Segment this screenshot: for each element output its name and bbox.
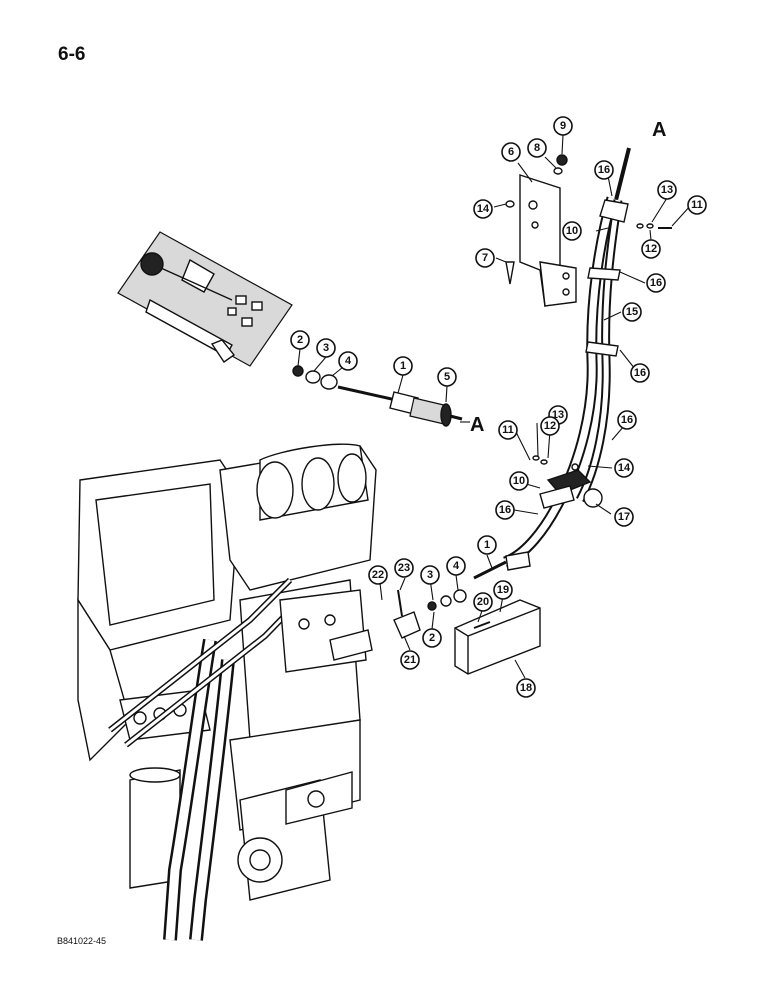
svg-text:20: 20 — [477, 596, 489, 608]
callout-12: 12 — [641, 239, 661, 259]
callout-16-d: 16 — [630, 363, 650, 383]
callout-11-b: 11 — [498, 420, 518, 440]
callout-6: 6 — [501, 142, 521, 162]
svg-text:23: 23 — [398, 562, 410, 574]
svg-text:15: 15 — [626, 306, 638, 318]
callout-1-b: 1 — [477, 535, 497, 555]
callout-22: 22 — [368, 565, 388, 585]
callout-16-b: 16 — [646, 273, 666, 293]
svg-text:10: 10 — [513, 475, 525, 487]
figure-code: B841022-45 — [57, 936, 107, 946]
callout-1: 1 — [393, 356, 413, 376]
svg-text:6: 6 — [508, 146, 514, 158]
svg-text:14: 14 — [477, 203, 490, 215]
reference-letter-a-mid: A — [470, 414, 484, 436]
svg-text:2: 2 — [429, 632, 435, 644]
callout-13: 13 — [657, 180, 677, 200]
callout-14: 14 — [473, 199, 493, 219]
svg-text:4: 4 — [345, 355, 352, 367]
callout-12-b: 12 — [540, 416, 560, 436]
svg-text:16: 16 — [621, 414, 633, 426]
svg-text:1: 1 — [484, 539, 490, 551]
control-cable-upper — [292, 365, 463, 427]
reference-letter-a-top: A — [652, 119, 666, 141]
callout-18: 18 — [516, 678, 536, 698]
callout-19: 19 — [493, 580, 513, 600]
callout-16-e: 16 — [617, 410, 637, 430]
callout-2: 2 — [290, 330, 310, 350]
svg-text:13: 13 — [661, 184, 673, 196]
callout-3-b: 3 — [420, 565, 440, 585]
control-lever-assembly — [117, 231, 293, 367]
callout-15: 15 — [622, 302, 642, 322]
callout-5: 5 — [437, 367, 457, 387]
callout-4-b: 4 — [446, 556, 466, 576]
callout-10: 10 — [562, 221, 582, 241]
svg-text:11: 11 — [502, 424, 514, 436]
callout-21: 21 — [400, 650, 420, 670]
callout-17: 17 — [614, 507, 634, 527]
svg-text:10: 10 — [566, 225, 578, 237]
callout-3: 3 — [316, 338, 336, 358]
callout-2-b: 2 — [422, 628, 442, 648]
svg-text:17: 17 — [618, 511, 630, 523]
leader-lines — [297, 134, 692, 679]
cable-bracket — [505, 154, 577, 307]
callout-7: 7 — [475, 248, 495, 268]
svg-text:16: 16 — [598, 164, 610, 176]
svg-text:16: 16 — [650, 277, 662, 289]
page-number: 6-6 — [58, 44, 86, 65]
svg-text:5: 5 — [444, 371, 450, 383]
svg-text:9: 9 — [560, 120, 566, 132]
svg-text:18: 18 — [520, 682, 532, 694]
callout-16: 16 — [594, 160, 614, 180]
transmission-assembly — [77, 443, 377, 941]
callout-4: 4 — [338, 351, 358, 371]
cable-cover-bracket — [454, 599, 541, 675]
callout-23: 23 — [394, 558, 414, 578]
svg-text:19: 19 — [497, 584, 509, 596]
svg-text:14: 14 — [618, 462, 631, 474]
callout-10-b: 10 — [509, 471, 529, 491]
callout-11: 11 — [687, 195, 707, 215]
svg-text:12: 12 — [544, 420, 556, 432]
svg-text:8: 8 — [534, 142, 540, 154]
svg-text:16: 16 — [499, 504, 511, 516]
svg-text:3: 3 — [323, 342, 329, 354]
callout-20: 20 — [473, 592, 493, 612]
svg-text:22: 22 — [372, 569, 384, 581]
callout-8: 8 — [527, 138, 547, 158]
svg-text:2: 2 — [297, 334, 303, 346]
svg-text:11: 11 — [691, 199, 703, 211]
callout-9: 9 — [553, 116, 573, 136]
svg-text:21: 21 — [404, 654, 416, 666]
svg-text:16: 16 — [634, 367, 646, 379]
svg-text:12: 12 — [645, 243, 657, 255]
svg-text:4: 4 — [453, 560, 460, 572]
callout-16-c: 16 — [495, 500, 515, 520]
svg-text:3: 3 — [427, 569, 433, 581]
svg-text:7: 7 — [482, 252, 488, 264]
svg-text:1: 1 — [400, 360, 406, 372]
callout-14-b: 14 — [614, 458, 634, 478]
